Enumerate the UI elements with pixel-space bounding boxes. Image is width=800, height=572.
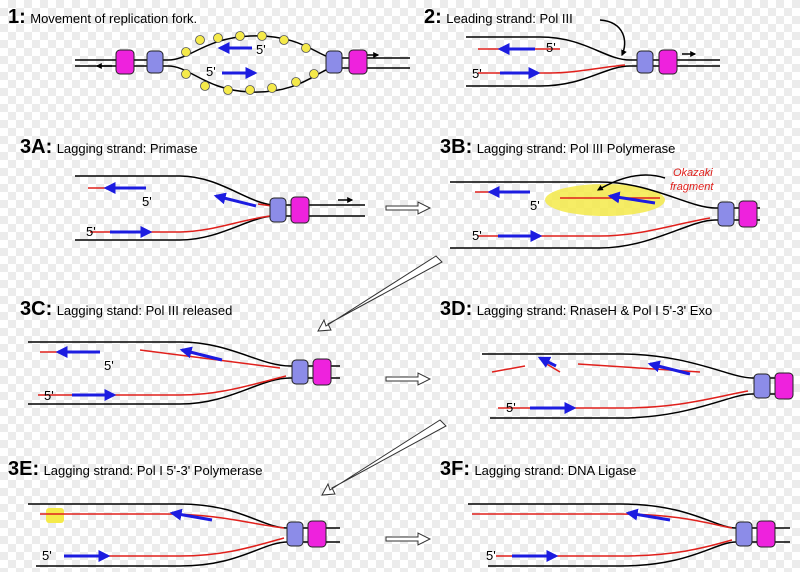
panel-3d-proteins (753, 372, 794, 400)
panel-title: Lagging strand: Primase (56, 141, 198, 156)
five-prime-label: 5' (486, 548, 496, 563)
panel-3e-arrows (64, 508, 213, 562)
okazaki-label: fragment (670, 181, 714, 193)
panel-title: Lagging stand: Pol III released (56, 303, 233, 318)
panel-number: 3F: (440, 458, 470, 480)
panel-3b-proteins (717, 200, 758, 228)
panel-3e-proteins (286, 520, 327, 548)
panel-3f-proteins (735, 520, 776, 548)
label-3b: 3B: Lagging strand: Pol III Polymerase (440, 136, 675, 159)
label-3f: 3F: Lagging strand: DNA Ligase (440, 458, 636, 481)
five-prime-label: 5' (256, 42, 266, 57)
okazaki-pointer (596, 174, 666, 191)
five-prime-label: 5' (86, 224, 96, 239)
okazaki-highlight (545, 184, 665, 216)
step-arrow-right (385, 201, 432, 215)
panel-3a-strands (75, 175, 365, 241)
panel-title: Leading strand: Pol III (446, 11, 573, 26)
five-prime-label: 5' (104, 358, 114, 373)
step-arrow-right (385, 532, 432, 546)
panel-3c-proteins (291, 358, 332, 386)
label-3e: 3E: Lagging strand: Pol I 5'-3' Polymera… (8, 458, 262, 481)
panel-3f-arrows (512, 508, 671, 562)
panel-number: 1: (8, 6, 26, 28)
panel-title: Lagging strand: DNA Ligase (474, 463, 637, 478)
panel-3a-arrows (103, 182, 257, 238)
panel-3a-proteins (269, 196, 310, 224)
panel-1-proteins (115, 49, 368, 75)
panel-title: Movement of replication fork. (30, 11, 198, 26)
panel-2-pointer (599, 19, 627, 57)
five-prime-label: 5' (472, 66, 482, 81)
five-prime-label: 5' (530, 198, 540, 213)
panel-1-arrows (217, 42, 258, 79)
panel-1-helicase-dots (181, 31, 319, 95)
panel-3c-arrows (55, 346, 223, 401)
panel-3b-arrows (487, 186, 656, 242)
panel-number: 3C: (20, 298, 53, 320)
panel-title: Lagging strand: Pol I 5'-3' Polymerase (43, 463, 263, 478)
panel-number: 3E: (8, 458, 40, 480)
label-3d: 3D: Lagging strand: RnaseH & Pol I 5'-3'… (440, 298, 712, 321)
five-prime-label: 5' (44, 388, 54, 403)
five-prime-label: 5' (546, 40, 556, 55)
label-2: 2: Leading strand: Pol III (424, 6, 573, 29)
step-arrow-diagonal (317, 255, 443, 332)
panel-number: 2: (424, 6, 442, 28)
panel-2-strands (466, 36, 720, 87)
step-arrow-right (385, 372, 432, 386)
panel-number: 3A: (20, 136, 53, 158)
label-3c: 3C: Lagging stand: Pol III released (20, 298, 232, 321)
pol-i-marker (46, 508, 64, 523)
panel-3d-strands (482, 353, 790, 419)
five-prime-label: 5' (42, 548, 52, 563)
okazaki-label: Okazaki (673, 167, 713, 179)
step-arrow-diagonal (321, 419, 447, 496)
label-1: 1: Movement of replication fork. (8, 6, 197, 29)
panel-2-proteins (636, 49, 678, 75)
five-prime-label: 5' (206, 64, 216, 79)
panel-number: 3D: (440, 298, 473, 320)
panel-number: 3B: (440, 136, 473, 158)
label-3a: 3A: Lagging strand: Primase (20, 136, 198, 159)
panel-3c-strands (28, 341, 340, 405)
panel-3d-arrows (530, 356, 691, 414)
panel-title: Lagging strand: Pol III Polymerase (476, 141, 676, 156)
five-prime-label: 5' (142, 194, 152, 209)
panel-2-arrows (497, 43, 541, 79)
five-prime-label: 5' (506, 400, 516, 415)
five-prime-label: 5' (472, 228, 482, 243)
panel-title: Lagging strand: RnaseH & Pol I 5'-3' Exo (476, 303, 713, 318)
panel-3f-strands (468, 503, 790, 567)
